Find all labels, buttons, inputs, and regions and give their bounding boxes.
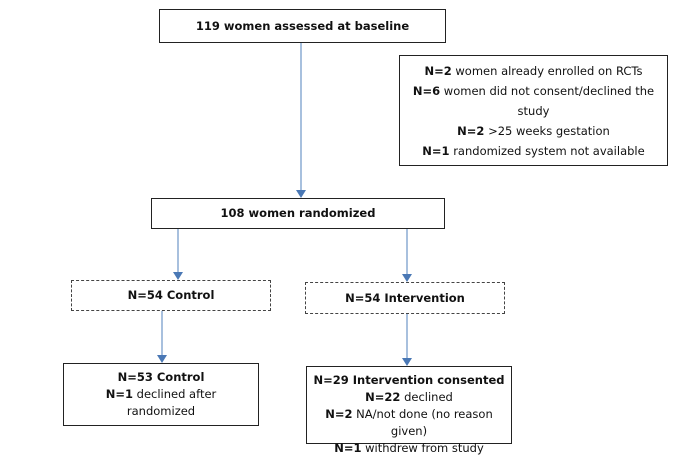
control-outcome-line: randomized (126, 404, 196, 418)
exclusions-box: N=2 women already enrolled on RCTs N=6 w… (399, 55, 668, 166)
intervention-outcome-box: N=29 Intervention consented N=22 decline… (306, 366, 512, 455)
control-outcome-box: N=53 Control N=1 declined after randomiz… (63, 363, 259, 426)
randomized-box: 108 women randomized (151, 198, 445, 229)
control-outcome-line: N=53 Control (117, 370, 205, 384)
control-label: N=54 Control (127, 288, 215, 302)
intervention-box: N=54 Intervention (305, 282, 505, 314)
exclusion-line: study (517, 104, 550, 118)
arrowhead (402, 274, 412, 282)
arrowhead (173, 272, 183, 280)
exclusion-line: N=1 randomized system not available (422, 144, 645, 158)
control-box: N=54 Control (71, 280, 271, 311)
exclusion-line: N=2 >25 weeks gestation (457, 124, 610, 138)
control-outcome-line: N=1 declined after (105, 387, 217, 401)
intervention-outcome-line: N=29 Intervention consented (313, 373, 505, 387)
arrowhead (402, 358, 412, 366)
exclusion-line: N=6 women did not consent/declined the (412, 84, 655, 98)
arrowhead (296, 190, 306, 198)
randomized-label: 108 women randomized (220, 206, 376, 220)
intervention-outcome-line: N=22 declined (365, 390, 453, 404)
baseline-label: 119 women assessed at baseline (195, 19, 410, 33)
exclusion-line: N=2 women already enrolled on RCTs (424, 64, 643, 78)
intervention-label: N=54 Intervention (345, 291, 465, 305)
arrowhead (157, 355, 167, 363)
baseline-box: 119 women assessed at baseline (159, 9, 446, 43)
intervention-outcome-line: N=2 NA/not done (no reason given) (325, 407, 493, 438)
